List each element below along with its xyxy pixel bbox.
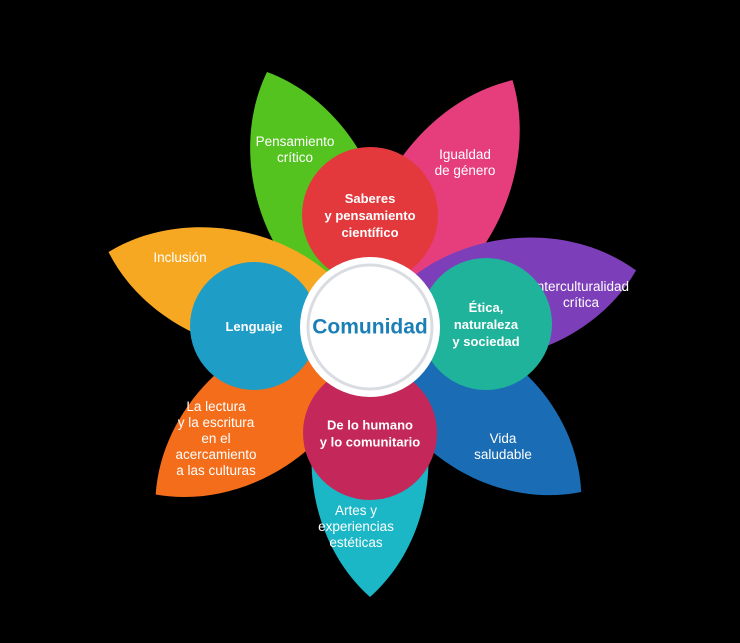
- petal-label-lectura-line: acercamiento: [175, 447, 256, 462]
- circle-label-saberes-line: y pensamiento: [324, 208, 415, 223]
- petal-label-artes-line: estéticas: [329, 535, 383, 550]
- center-label: Comunidad: [312, 316, 428, 339]
- circle-label-etica: Ética, naturaleza y sociedad: [452, 300, 519, 349]
- petal-label-inclusion-line: Inclusión: [153, 250, 206, 265]
- petal-label-artes-line: Artes y: [335, 503, 377, 518]
- circle-etica: [420, 258, 552, 390]
- circle-label-saberes: Saberes y pensamiento científico: [324, 191, 415, 240]
- circle-label-lenguaje-line: Lenguaje: [225, 319, 282, 334]
- petal-label-vida-line: saludable: [474, 447, 532, 462]
- center-circle: [306, 263, 434, 391]
- circle-label-humano: De lo humano y lo comunitario: [320, 418, 420, 450]
- circle-label-etica-line: naturaleza: [454, 317, 519, 332]
- petal-label-interculturalidad-line: Interculturalidad: [533, 279, 629, 294]
- petal-label-lectura-line: a las culturas: [176, 463, 256, 478]
- petal-label-igualdad-line: Igualdad: [439, 147, 491, 162]
- petal-label-pensamiento-line: crítico: [277, 150, 313, 165]
- petal-label-igualdad-line: de género: [435, 163, 496, 178]
- circle-humano: [303, 366, 437, 500]
- circle-label-humano-line: y lo comunitario: [320, 435, 420, 450]
- petal-label-lectura-line: La lectura: [186, 399, 246, 414]
- center-node: Comunidad: [300, 257, 440, 397]
- petal-label-lectura-line: y la escritura: [178, 415, 255, 430]
- petal-label-interculturalidad-line: crítica: [563, 295, 599, 310]
- circle-label-saberes-line: científico: [341, 225, 398, 240]
- petal-label-pensamiento-line: Pensamiento: [256, 134, 335, 149]
- circle-label-lenguaje: Lenguaje: [225, 319, 282, 334]
- circle-lenguaje: [190, 262, 318, 390]
- circle-saberes: [302, 147, 438, 283]
- petal-label-inclusion: Inclusión: [153, 250, 206, 265]
- circle-label-etica-line: y sociedad: [452, 334, 519, 349]
- petal-label-artes-line: experiencias: [318, 519, 394, 534]
- circle-label-humano-line: De lo humano: [327, 418, 413, 433]
- petal-label-lectura-line: en el: [201, 431, 230, 446]
- petal-label-vida-line: Vida: [490, 431, 517, 446]
- circle-label-etica-line: Ética,: [469, 300, 504, 315]
- circle-label-saberes-line: Saberes: [345, 191, 396, 206]
